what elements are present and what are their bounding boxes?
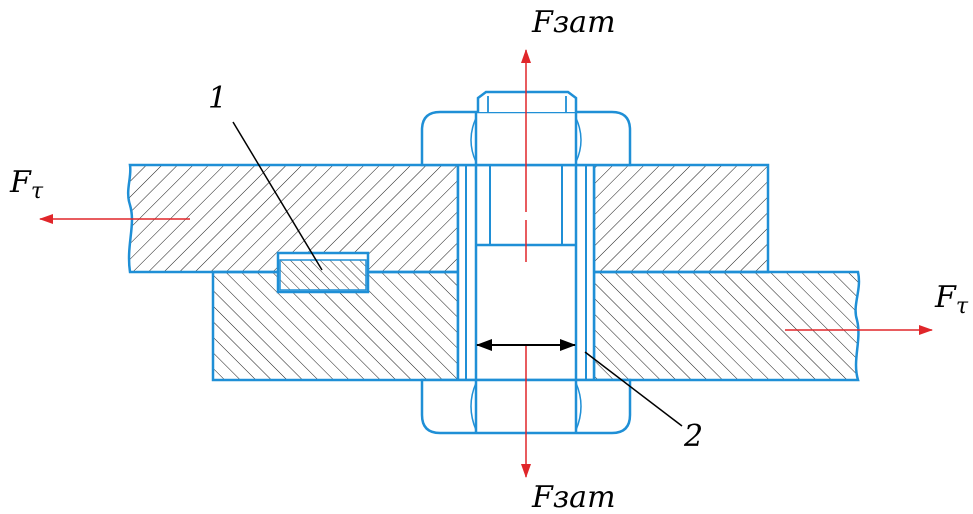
force-label-right-sub: τ [956,294,969,319]
leader-line-1 [232,121,323,271]
callout-2-label: 2 [683,419,703,454]
force-label-left-main: F [9,165,32,200]
axis-gap [520,212,532,220]
upper-plate-right [592,163,770,274]
force-label-left: Fτ [9,165,44,204]
key [279,259,367,291]
bolt-tip [476,90,578,112]
lower-plate-right [592,270,861,382]
leader-line-2 [584,351,683,427]
force-label-right: Fτ [934,280,969,319]
callout-1-label: 1 [208,81,227,116]
force-label-left-sub: τ [31,179,44,204]
force-label-right-main: F [934,280,957,315]
force-label-top: Fзат [531,5,616,40]
upper-plate-left [126,163,460,274]
force-label-bottom: Fзат [531,480,616,514]
